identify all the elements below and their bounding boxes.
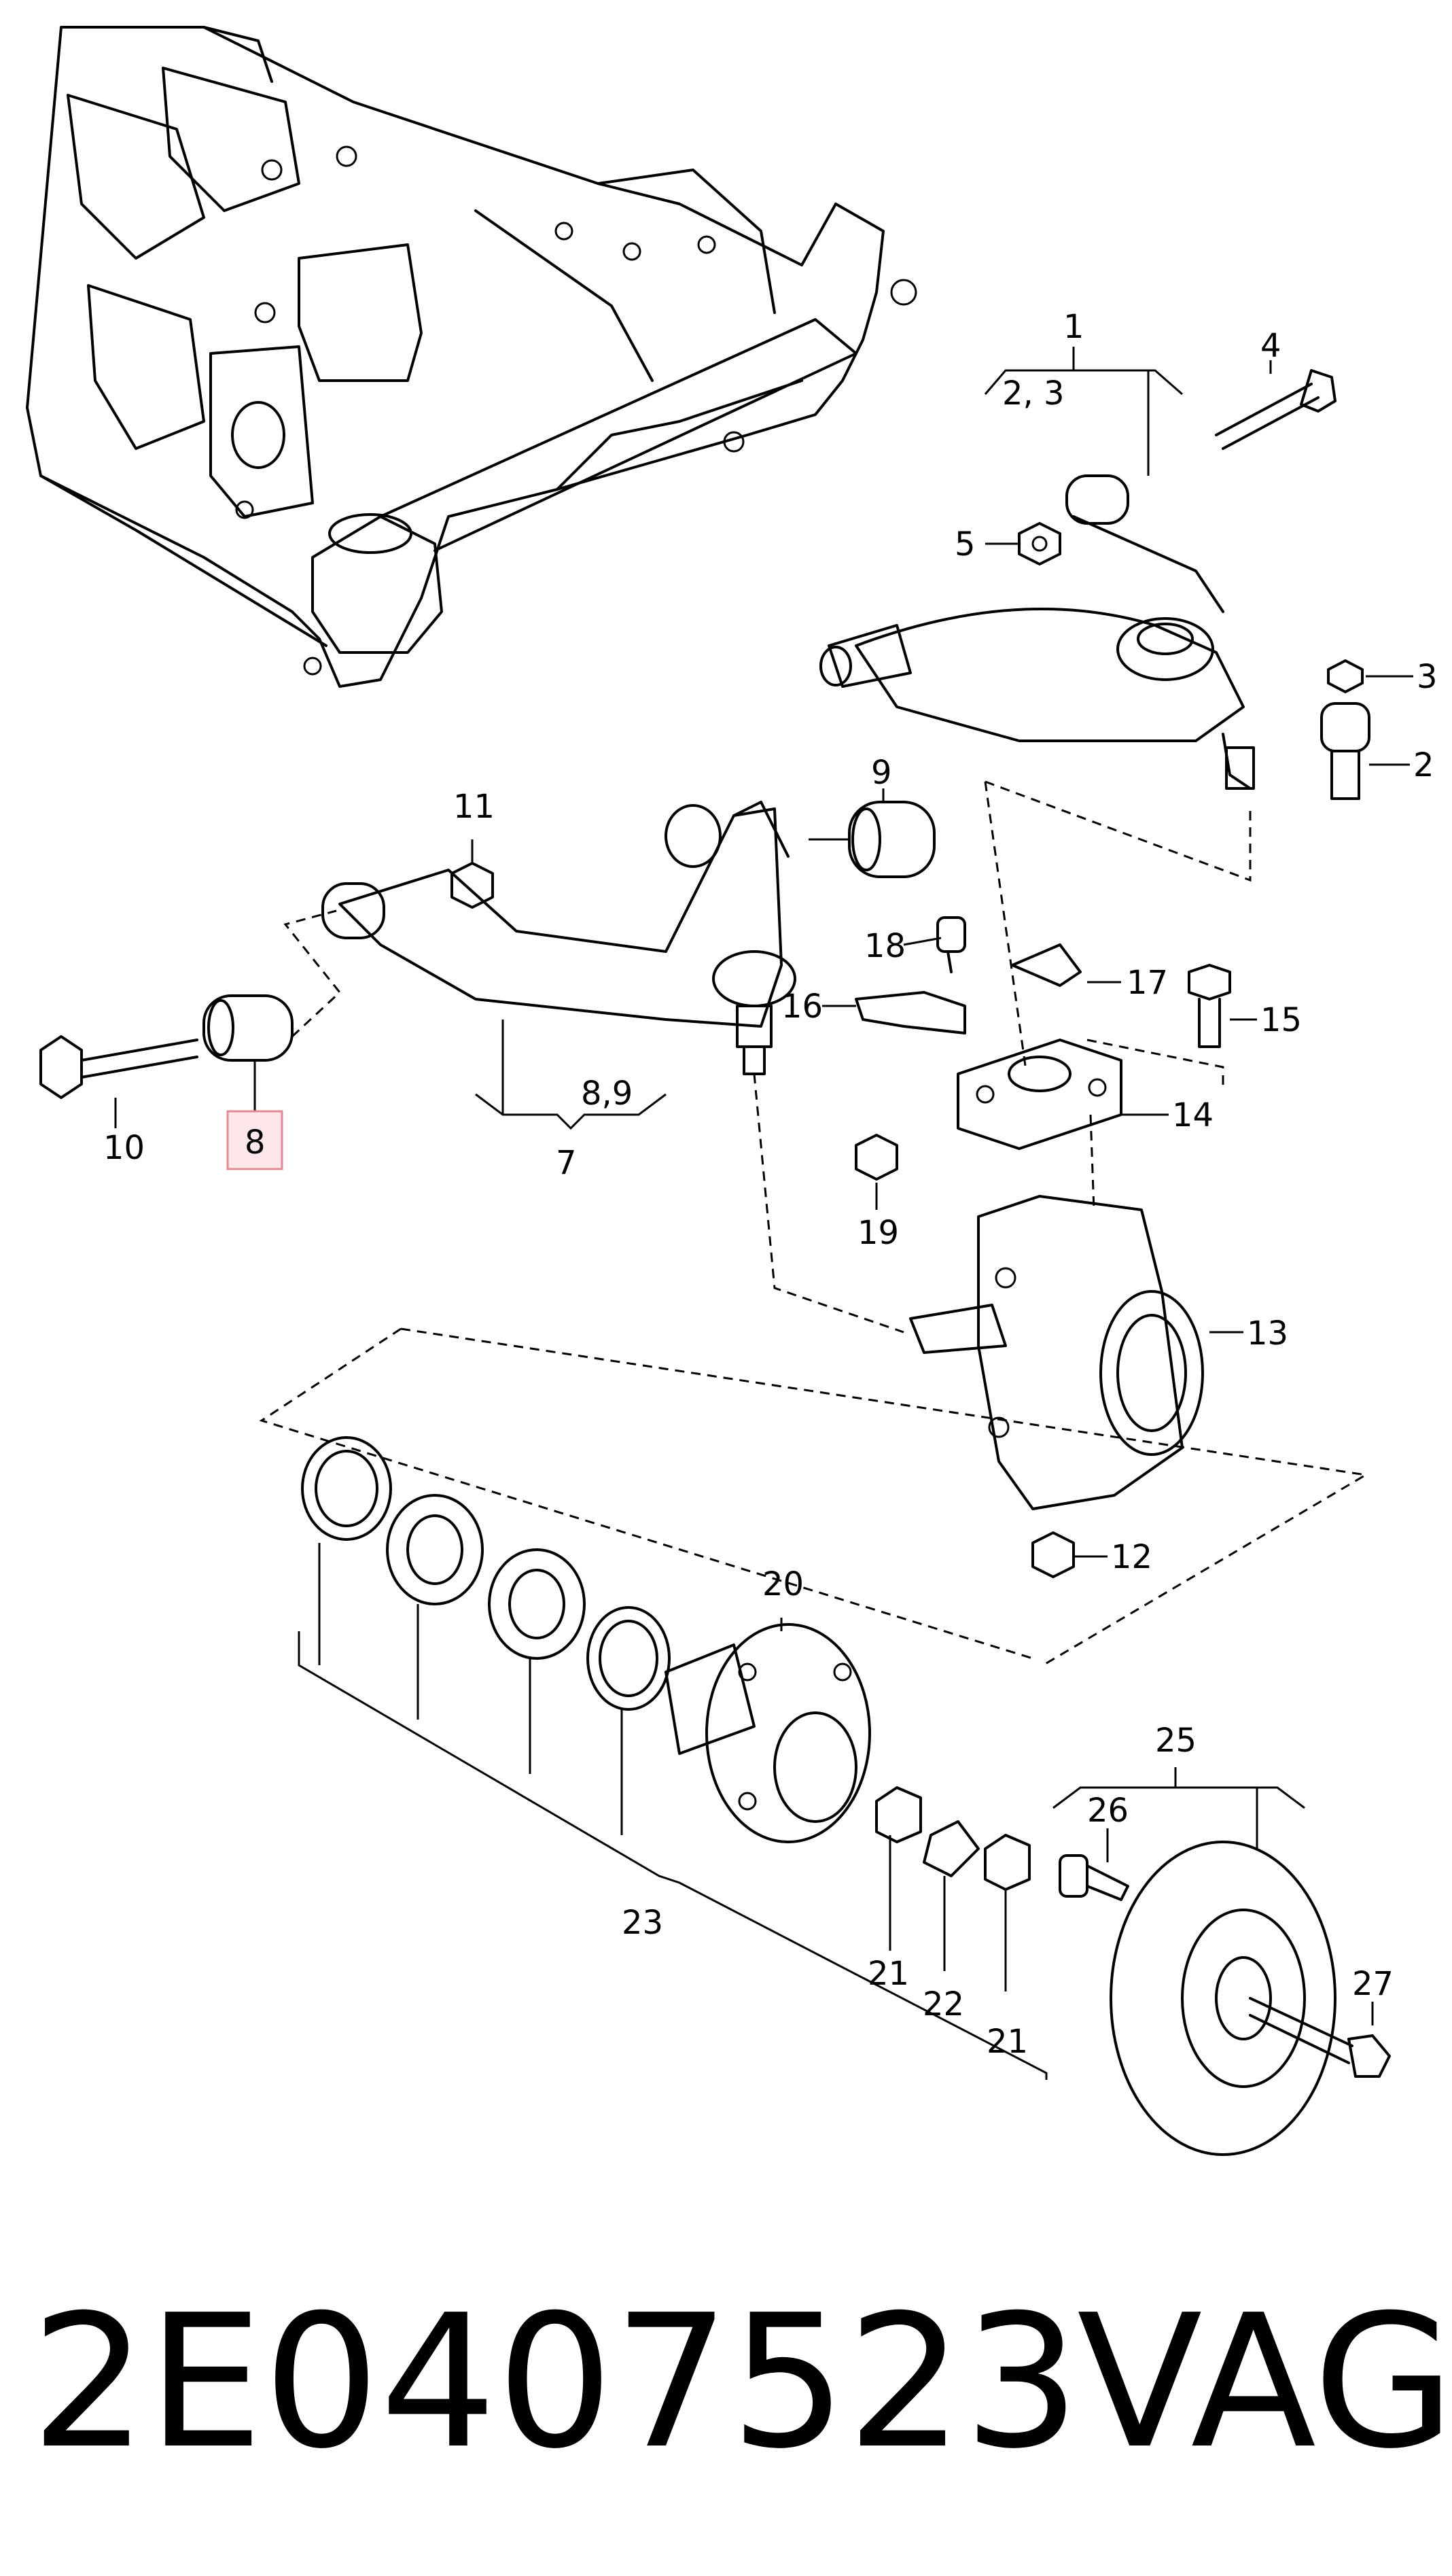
- callout-25: 25: [1155, 1722, 1197, 1760]
- callout-23: 23: [622, 1904, 663, 1942]
- callout-2-3: 2, 3: [1002, 375, 1065, 413]
- bushing-9: [848, 801, 936, 878]
- part-number: 2E0407523: [31, 2275, 1080, 2489]
- brake-disc-25: [1110, 1841, 1336, 2156]
- seal-ring: [301, 1436, 392, 1541]
- callout-13: 13: [1247, 1315, 1288, 1353]
- callout-17: 17: [1127, 964, 1168, 1002]
- nut-12: [1031, 1531, 1075, 1578]
- callout-20: 20: [762, 1565, 804, 1603]
- callout-2: 2: [1413, 746, 1434, 784]
- subframe: [26, 26, 917, 688]
- callout-14: 14: [1172, 1096, 1214, 1134]
- lock-washer-22: [923, 1820, 980, 1877]
- bolt-10: [39, 1035, 198, 1099]
- lower-control-arm: [321, 801, 796, 1075]
- steering-knuckle: [909, 1195, 1204, 1510]
- clip-18: [936, 916, 966, 973]
- nut-21a: [875, 1786, 922, 1843]
- callout-22: 22: [923, 1985, 964, 2023]
- bearing-outer: [386, 1494, 484, 1605]
- leader-lines: [114, 347, 1413, 2080]
- bracket-14: [957, 1039, 1122, 1150]
- callout-12: 12: [1111, 1538, 1152, 1576]
- bolt-26: [1059, 1854, 1129, 1901]
- nut-5: [1018, 522, 1061, 565]
- callout-4: 4: [1260, 327, 1281, 365]
- bracket-17: [1011, 943, 1082, 987]
- callout-16: 16: [781, 988, 823, 1026]
- callout-11: 11: [453, 788, 495, 826]
- callout-7: 7: [556, 1144, 577, 1182]
- highlight-box-8: [226, 1110, 283, 1170]
- nut-3: [1327, 659, 1364, 693]
- bearing-inner: [488, 1548, 586, 1660]
- callout-15: 15: [1260, 1001, 1302, 1039]
- nut-21b: [984, 1834, 1031, 1891]
- callout-3: 3: [1417, 658, 1438, 696]
- bushing-8: [202, 994, 294, 1062]
- callout-19: 19: [857, 1214, 899, 1252]
- callout-21-lower: 21: [987, 2023, 1028, 2061]
- callout-1: 1: [1063, 308, 1084, 346]
- callout-8: 8: [245, 1124, 266, 1162]
- callout-8-9: 8,9: [581, 1075, 633, 1113]
- callout-27: 27: [1352, 1965, 1394, 2003]
- retaining-ring: [586, 1606, 671, 1711]
- callout-5: 5: [955, 525, 976, 563]
- callout-18: 18: [864, 927, 906, 965]
- callout-10: 10: [103, 1129, 145, 1167]
- callout-labels: 1 2, 3 4 5 3 2 9 11 18 17 16 15 14 8,9 7…: [103, 308, 1438, 2061]
- nut-11: [450, 862, 494, 909]
- bolt-27: [1249, 1997, 1391, 2078]
- bracket-16: [855, 991, 966, 1034]
- ball-joint-2: [1320, 702, 1370, 800]
- wheel-hub-20: [665, 1623, 871, 1843]
- nut-19: [855, 1134, 898, 1181]
- brand-name: VAG: [1077, 2275, 1452, 2489]
- callout-26: 26: [1087, 1792, 1129, 1830]
- callout-21-upper: 21: [868, 1955, 909, 1993]
- bolt-15: [1188, 964, 1231, 1048]
- callout-9: 9: [871, 754, 892, 792]
- bolt-4: [1215, 369, 1336, 450]
- assembly-outlines: [259, 780, 1369, 1667]
- upper-control-arm: [819, 474, 1255, 790]
